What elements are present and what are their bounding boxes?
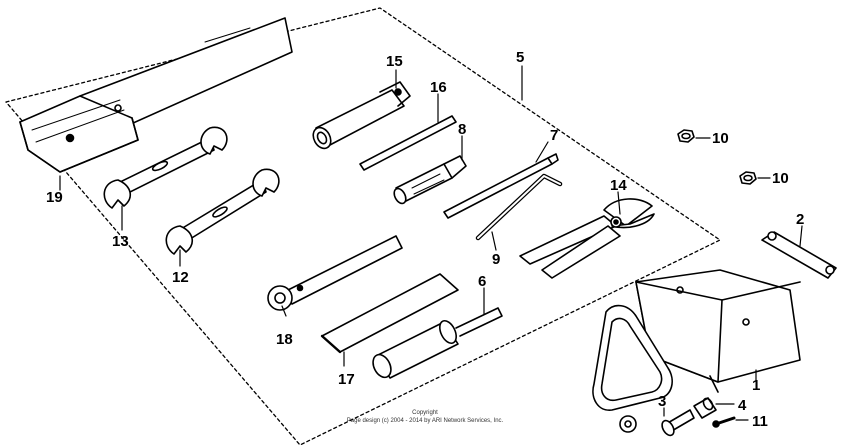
callout-10-lower: 10 (772, 170, 789, 187)
callout-5: 5 (516, 49, 524, 66)
copyright-notice: Page design (c) 2004 - 2014 by ARI Netwo… (346, 418, 504, 424)
callout-8: 8 (458, 121, 466, 138)
callout-18: 18 (276, 331, 293, 348)
socket-wrench-part-15[interactable] (310, 81, 411, 151)
callout-15: 15 (386, 53, 403, 70)
bracket-part-2[interactable] (761, 231, 837, 279)
callout-6: 6 (478, 273, 486, 290)
screwdriver-shaft-part-7[interactable] (443, 153, 559, 219)
plug-wrench-part-6[interactable] (370, 307, 503, 380)
callout-10-upper: 10 (712, 130, 729, 147)
tool-bag-part-19[interactable] (19, 17, 293, 173)
wrench-part-13[interactable] (103, 126, 228, 209)
callout-3: 3 (658, 393, 666, 410)
wrench-part-12[interactable] (165, 168, 280, 255)
callout-9: 9 (492, 251, 500, 268)
callout-16: 16 (430, 79, 447, 96)
nut-part-10-upper[interactable] (677, 129, 695, 143)
tool-case-part-1[interactable] (592, 269, 801, 433)
nut-part-10-lower[interactable] (739, 171, 757, 185)
plate-tool-part-17[interactable] (320, 273, 459, 354)
leader-lines (59, 65, 803, 421)
callout-13: 13 (112, 233, 129, 250)
hex-key-part-9[interactable] (475, 173, 563, 241)
callout-14: 14 (610, 177, 627, 194)
callout-7: 7 (550, 127, 558, 144)
callout-17: 17 (338, 371, 355, 388)
screwdriver-part-8[interactable] (392, 155, 467, 205)
screw-part-11[interactable] (712, 416, 736, 428)
callout-2: 2 (796, 211, 804, 228)
pliers-part-14[interactable] (519, 198, 655, 279)
copyright-label: Copyright (412, 410, 438, 416)
collar-part-4[interactable] (693, 397, 717, 419)
callout-labels: 19 13 12 15 16 8 5 7 14 9 10 10 2 18 17 … (46, 49, 804, 430)
pin-spanner-part-18[interactable] (267, 235, 403, 311)
callout-11: 11 (752, 413, 768, 430)
callout-12: 12 (172, 269, 189, 286)
handle-bar-part-16[interactable] (359, 115, 457, 171)
callout-1: 1 (752, 377, 760, 394)
bolt-part-3[interactable] (660, 409, 695, 437)
callout-4: 4 (738, 397, 747, 414)
callout-19: 19 (46, 189, 63, 206)
